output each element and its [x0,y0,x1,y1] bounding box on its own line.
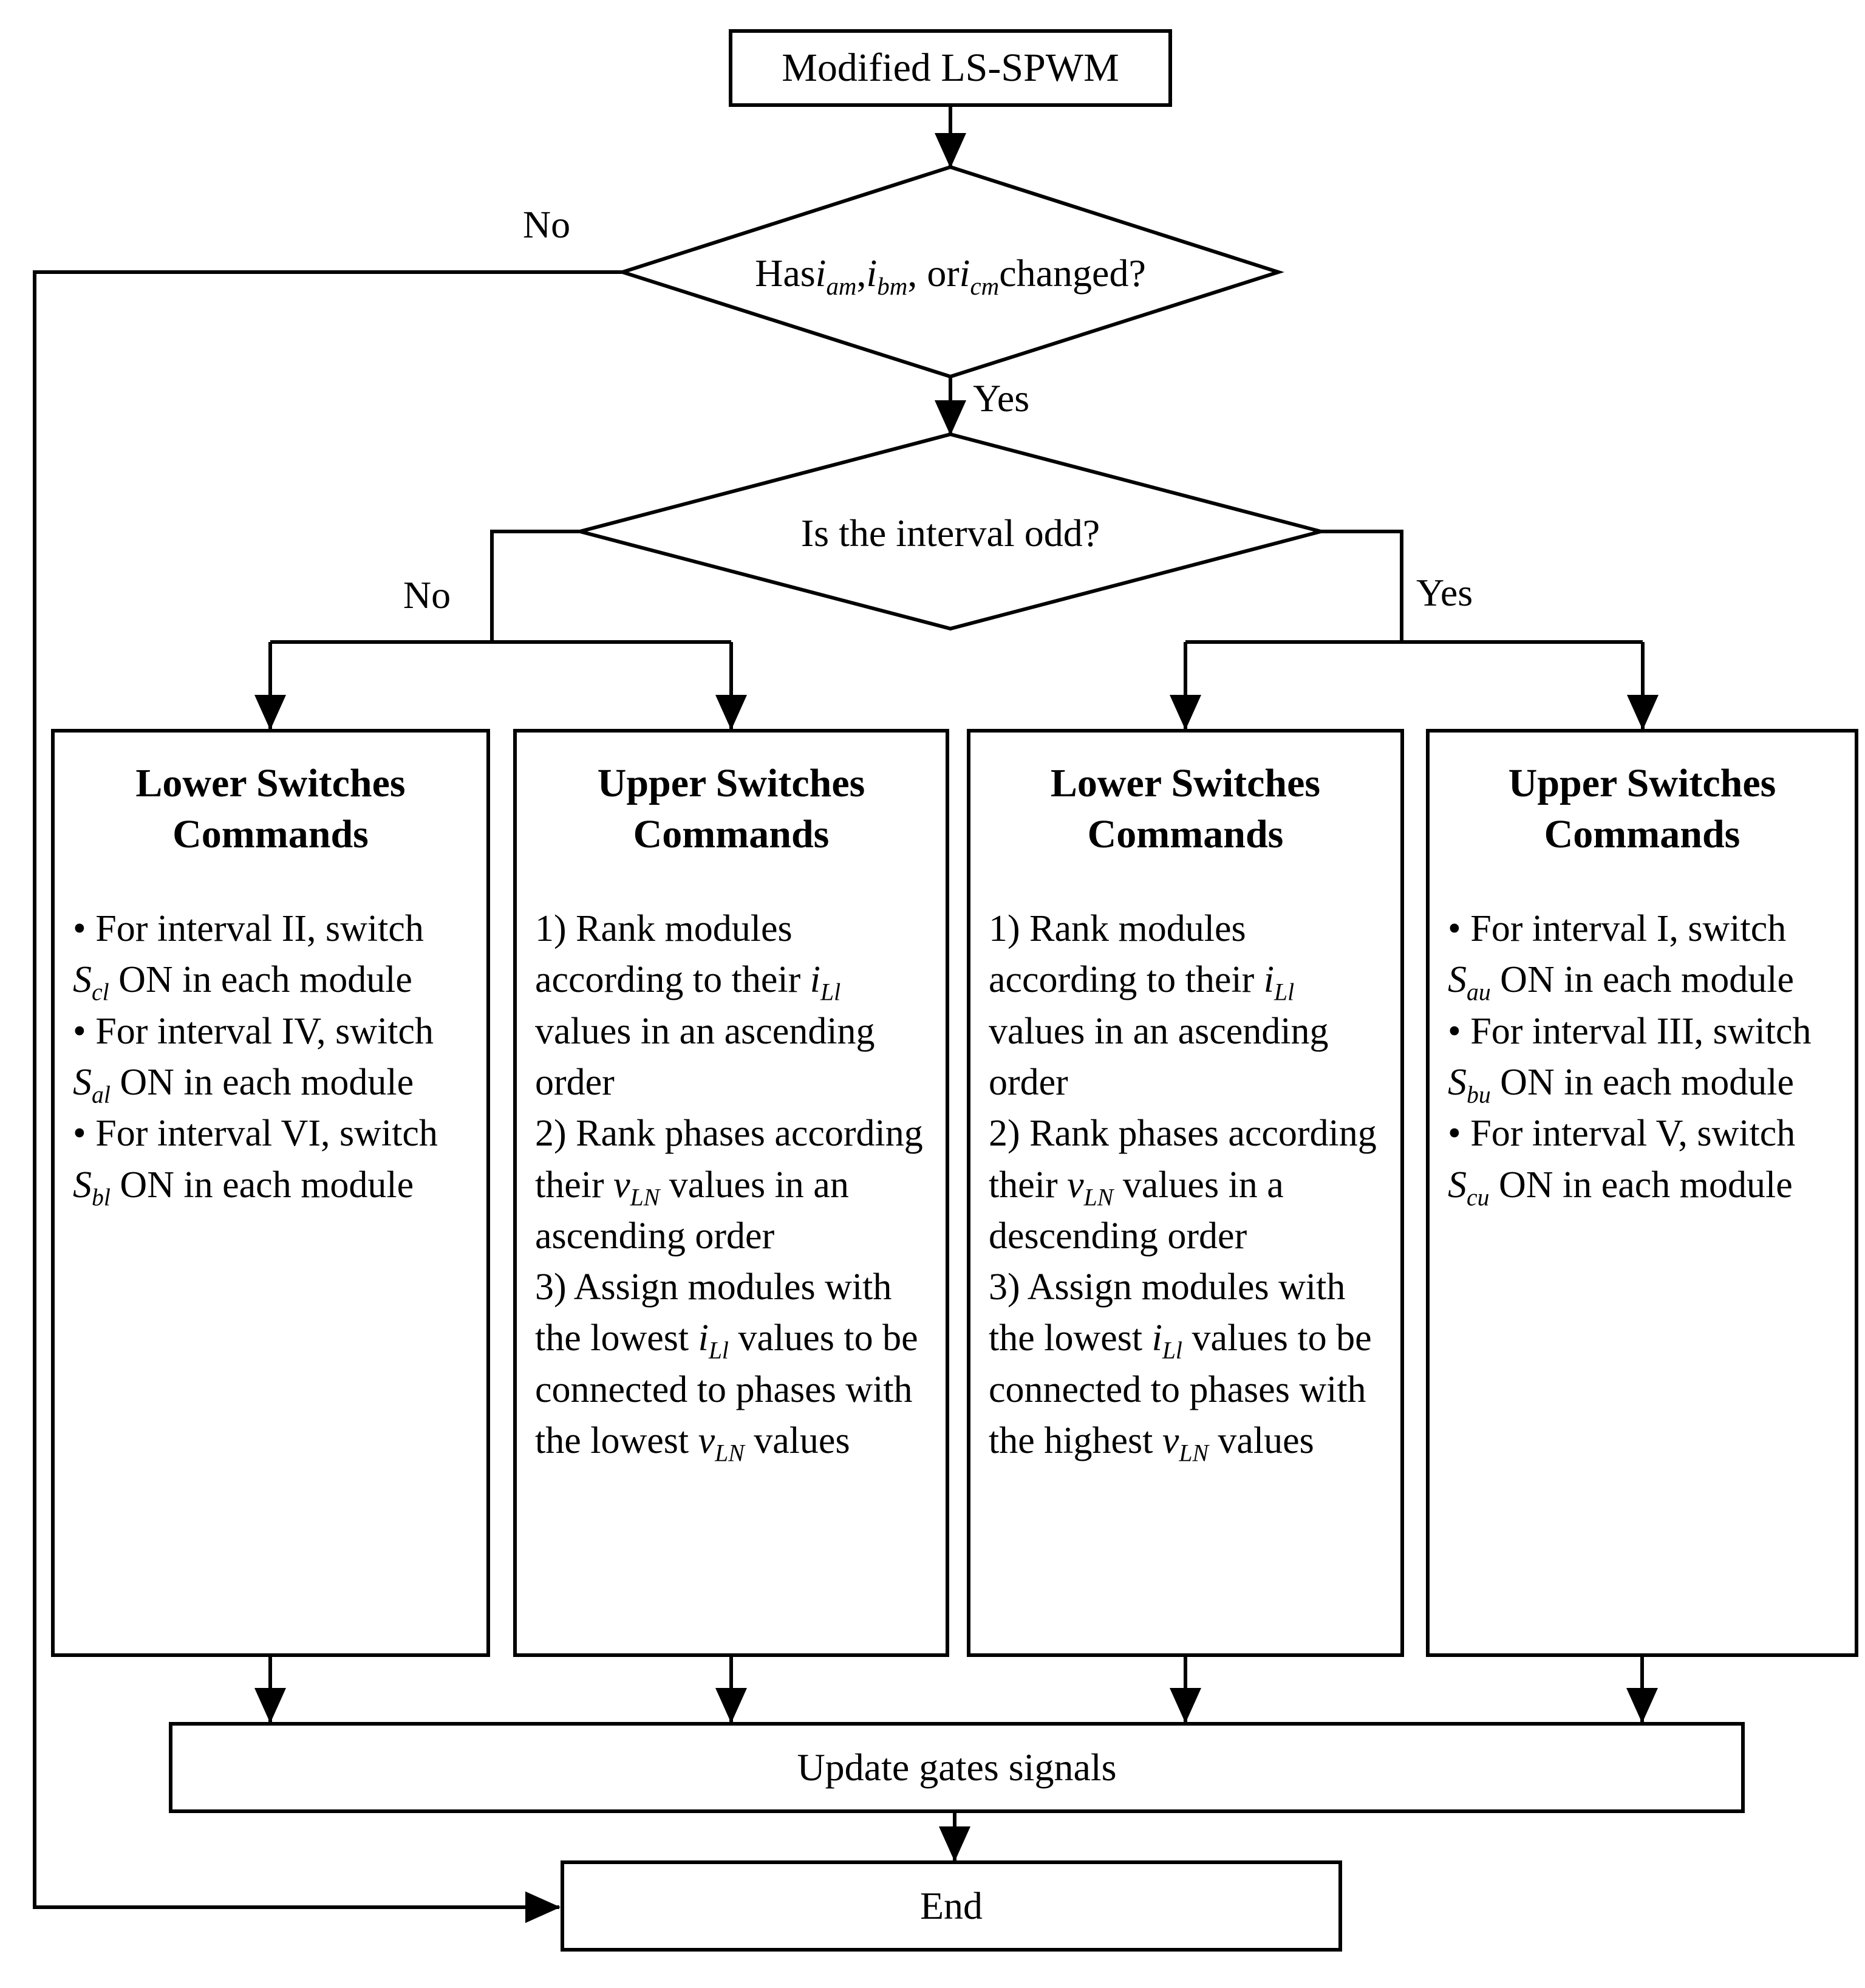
start-node-label: Modified LS-SPWM [782,46,1119,90]
command-item: • For interval IV, switch Sal ON in each… [73,1010,434,1108]
command-box-title: Lower Switches Commands [1050,761,1321,857]
math-variable: iLl [810,959,841,1006]
math-variable: Scl [73,959,109,1006]
math-variable: Sbl [73,1164,111,1211]
math-variable: Sau [1448,959,1491,1006]
math-variable: iLl [1151,1317,1182,1364]
update-gates-label: Update gates signals [797,1746,1117,1789]
command-item: 2) Rank phases according their vLN value… [989,1113,1377,1257]
command-box-upper-switches-yes: Upper Switches Commands • For interval I… [1426,729,1858,1657]
start-node: Modified LS-SPWM [729,29,1172,107]
connector-decision2-no-drop [490,530,580,642]
command-item: • For interval III, switch Sbu ON in eac… [1448,1010,1812,1108]
command-box-title: Lower Switches Commands [135,761,406,857]
math-variable: Sbu [1448,1061,1491,1108]
command-box-lower-switches-yes: Lower Switches Commands 1) Rank modules … [967,729,1404,1657]
math-variable: vLN [1067,1164,1114,1211]
decision1-question: Has iam , ibm , or icm changed? [644,219,1257,328]
command-item: 2) Rank phases according their vLN value… [535,1113,923,1257]
decision1-no-label: No [522,203,571,246]
decision1-yes-label: Yes [973,377,1030,420]
connector-no-return-to-end [33,270,622,1923]
math-variable: ibm [866,251,908,300]
command-item: • For interval I, switch Sau ON in each … [1448,907,1794,1006]
command-box-upper-switches-no: Upper Switches Commands 1) Rank modules … [513,729,949,1657]
math-variable: iam [815,251,857,300]
math-variable: vLN [698,1420,745,1467]
math-variable: Sal [73,1061,111,1108]
end-node: End [561,1860,1342,1952]
math-variable: iLl [698,1317,729,1364]
decision2-diamond [573,432,1328,631]
command-box-items: • For interval I, switch Sau ON in each … [1448,903,1836,1211]
command-box-lower-switches-no: Lower Switches Commands • For interval I… [51,729,490,1657]
command-box-title: Upper Switches Commands [597,761,865,857]
decision1-diamond [616,165,1284,379]
command-item: 3) Assign modules with the lowest iLl va… [989,1266,1372,1467]
command-box-items: 1) Rank modules according to their iLl v… [989,903,1382,1466]
update-gates-node: Update gates signals [169,1722,1745,1813]
command-item: 1) Rank modules according to their iLl v… [535,907,875,1103]
command-item: • For interval VI, switch Sbl ON in each… [73,1113,438,1211]
math-variable: vLN [613,1164,660,1211]
math-variable: iLl [1263,959,1295,1006]
command-box-title: Upper Switches Commands [1508,761,1776,857]
command-item: • For interval V, switch Scu ON in each … [1448,1113,1796,1211]
connector-decision2-yes-drop [1321,530,1403,642]
math-variable: icm [959,251,1000,300]
command-box-items: • For interval II, switch Scl ON in each… [73,903,468,1211]
decision2-no-label: No [403,573,451,617]
math-variable: Scu [1448,1164,1490,1211]
end-node-label: End [919,1884,983,1927]
command-box-items: 1) Rank modules according to their iLl v… [535,903,927,1466]
command-item: • For interval II, switch Scl ON in each… [73,907,424,1006]
math-variable: vLN [1162,1420,1209,1467]
decision2-question: Is the interval odd? [800,511,1100,555]
command-item: 3) Assign modules with the lowest iLl va… [535,1266,918,1467]
decision2-yes-label: Yes [1416,571,1473,614]
command-item: 1) Rank modules according to their iLl v… [989,907,1329,1103]
